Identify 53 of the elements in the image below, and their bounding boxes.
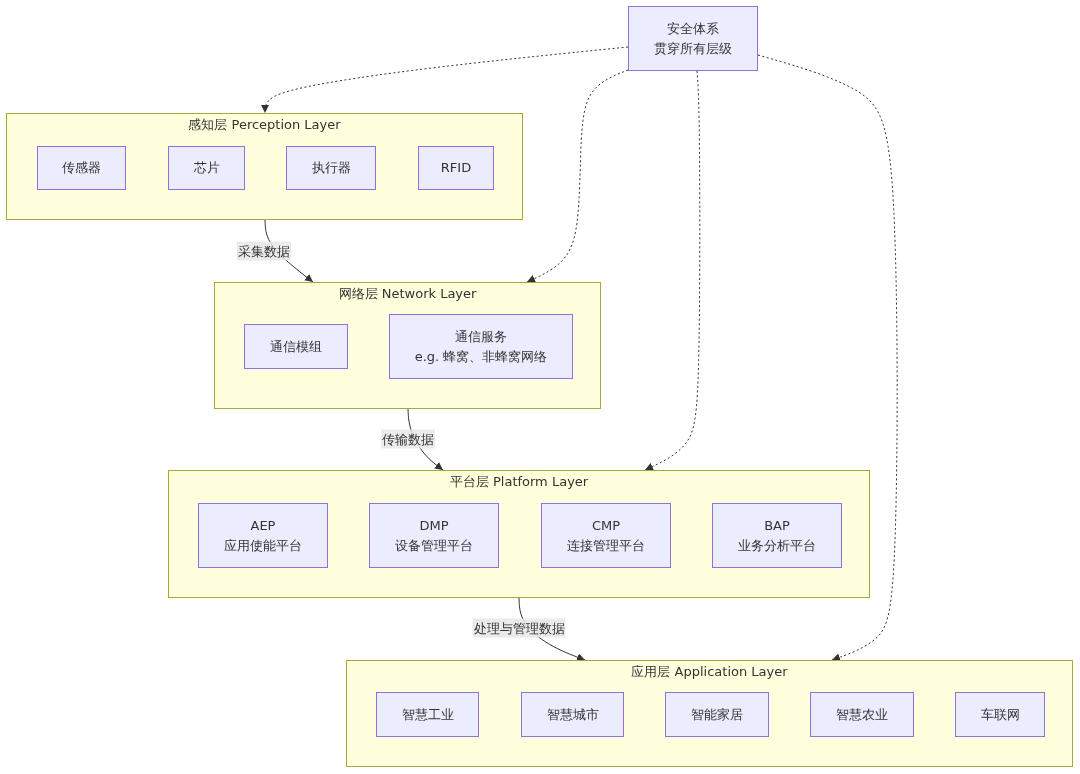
edge-label: 传输数据 (381, 429, 435, 449)
component-box (521, 692, 624, 737)
dotted-arrow (261, 46, 629, 114)
dotted-arrow (757, 54, 898, 662)
box-label: CMP (591, 516, 621, 535)
dotted-arrow (644, 70, 701, 471)
box-label: 执行器 (311, 159, 351, 177)
component-box (541, 503, 671, 568)
layer-panel (214, 282, 601, 409)
box-subtitle: 设备管理平台 (395, 536, 473, 555)
box-label: AEP (250, 516, 276, 535)
dotted-arrow (526, 69, 629, 283)
component-box (712, 503, 842, 568)
box-label: 智慧工业 (401, 705, 454, 724)
box-label: 车联网 (980, 705, 1020, 724)
box-subtitle: e.g. 蜂窝、非蜂窝网络 (414, 347, 548, 366)
box-subtitle: 业务分析平台 (738, 536, 816, 555)
box-label: RFID (440, 159, 472, 177)
layer-panel (346, 660, 1073, 767)
box-label: 安全体系 (667, 19, 719, 38)
component-box (286, 146, 376, 190)
box-label: 通信模组 (270, 337, 322, 356)
component-box (955, 692, 1045, 737)
box-label: 智能家居 (691, 705, 743, 724)
box-subtitle: 应用使能平台 (224, 536, 302, 555)
component-box (168, 146, 245, 190)
box-label: 智慧农业 (836, 705, 888, 724)
component-box (244, 324, 348, 369)
box-subtitle: 贯穿所有层级 (654, 39, 732, 58)
box-subtitle: 连接管理平台 (567, 536, 645, 555)
box-label: 智慧城市 (546, 705, 599, 724)
layer-panel (6, 113, 523, 220)
box-label: BAP (764, 516, 790, 535)
box-label: 传感器 (62, 159, 101, 177)
box-label: 芯片 (193, 159, 220, 177)
layer-title: 应用层 Application Layer (631, 663, 788, 681)
layer-panel (168, 470, 870, 598)
layer-title: 感知层 Perception Layer (188, 116, 341, 134)
edge-label: 采集数据 (237, 241, 291, 261)
box-label: 通信服务 (455, 327, 507, 346)
component-box (389, 314, 573, 379)
security-box (628, 6, 758, 71)
box-label: DMP (419, 516, 449, 535)
component-box (418, 146, 494, 190)
component-box (369, 503, 499, 568)
component-box (810, 692, 914, 737)
component-box (198, 503, 328, 568)
component-box (665, 692, 769, 737)
layer-title: 平台层 Platform Layer (449, 473, 589, 491)
component-box (37, 146, 126, 190)
component-box (376, 692, 479, 737)
edge-label: 处理与管理数据 (472, 618, 566, 638)
layer-title: 网络层 Network Layer (338, 285, 477, 303)
